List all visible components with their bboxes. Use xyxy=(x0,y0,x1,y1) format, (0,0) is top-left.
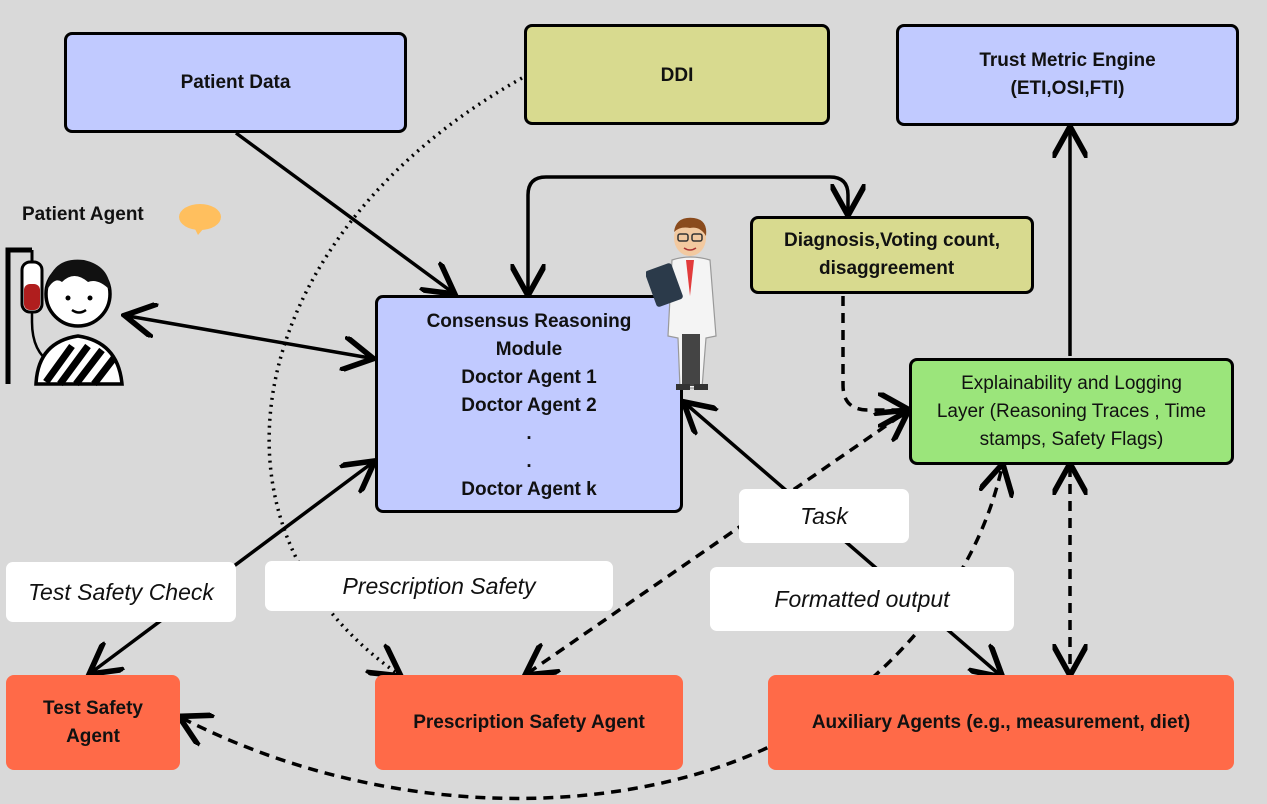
consensus-title-2: Module xyxy=(495,339,563,360)
edge-label-task: Task xyxy=(739,489,909,543)
edge-label-formatted-output: Formatted output xyxy=(710,567,1014,631)
trust-engine-title: Trust Metric Engine xyxy=(979,50,1156,71)
patient-data-node: Patient Data xyxy=(64,32,407,133)
test-safety-agent-node: Test Safety Agent xyxy=(6,675,180,770)
prescription-safety-agent-label: Prescription Safety Agent xyxy=(413,711,645,733)
speech-bubble-icon xyxy=(179,204,221,235)
patient-data-label: Patient Data xyxy=(180,71,291,93)
explainability-line3: stamps, Safety Flags) xyxy=(979,428,1164,450)
explainability-layer-node: Explainability and Logging Layer (Reason… xyxy=(909,358,1234,465)
ddi-node: DDI xyxy=(524,24,830,125)
explainability-line1: Explainability and Logging xyxy=(961,372,1182,394)
doctor-agent-1: Doctor Agent 1 xyxy=(461,367,597,388)
doctor-icon xyxy=(646,217,717,390)
arrow-patientdata-consensus xyxy=(234,131,452,292)
consensus-module-node: Consensus Reasoning Module Doctor Agent … xyxy=(375,295,683,513)
diagnosis-line2: disaggreement xyxy=(819,258,955,279)
test-safety-agent-line1: Test Safety xyxy=(43,697,143,719)
arrow-consensus-diagnosis-loop xyxy=(528,175,848,292)
arrow-patient-consensus xyxy=(128,316,370,358)
doctor-agent-k: Doctor Agent k xyxy=(461,479,597,500)
trust-engine-metrics: (ETI,OSI,FTI) xyxy=(1010,78,1125,99)
auxiliary-agents-node: Auxiliary Agents (e.g., measurement, die… xyxy=(768,675,1234,770)
edge-label-prescription-safety: Prescription Safety xyxy=(265,561,613,611)
diagnosis-line1: Diagnosis,Voting count, xyxy=(783,230,1001,251)
patient-agent-title: Patient Agent xyxy=(22,204,144,225)
patient-iv-icon xyxy=(5,247,124,387)
consensus-title-1: Consensus Reasoning xyxy=(426,311,632,332)
auxiliary-agents-label: Auxiliary Agents (e.g., measurement, die… xyxy=(811,711,1191,733)
ddi-label: DDI xyxy=(660,65,694,86)
edge-label-test-safety-check: Test Safety Check xyxy=(6,562,236,622)
test-safety-agent-line2: Agent xyxy=(66,725,120,747)
doctor-agent-2: Doctor Agent 2 xyxy=(461,395,597,416)
ellipsis-dot-2: . xyxy=(526,451,532,472)
arrow-diagnosis-explainability xyxy=(841,296,906,410)
prescription-safety-agent-node: Prescription Safety Agent xyxy=(375,675,683,770)
trust-metric-engine-node: Trust Metric Engine (ETI,OSI,FTI) xyxy=(896,24,1239,126)
ellipsis-dot-1: . xyxy=(526,423,532,444)
explainability-line2: Layer (Reasoning Traces , Time xyxy=(936,400,1207,422)
diagnosis-node: Diagnosis,Voting count, disaggreement xyxy=(750,216,1034,294)
